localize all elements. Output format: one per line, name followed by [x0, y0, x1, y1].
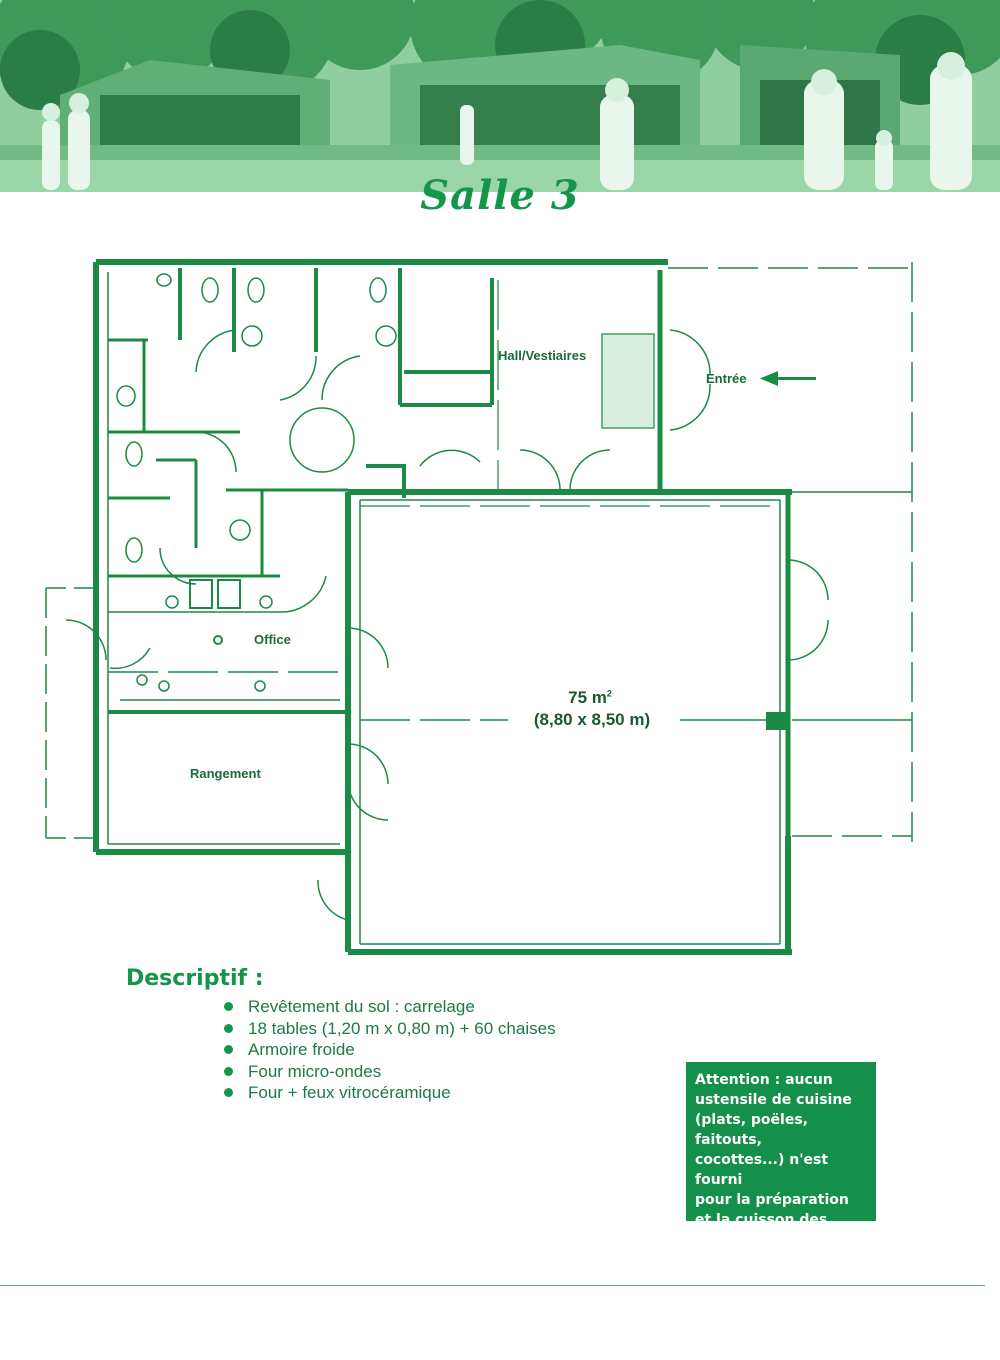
room-label-storage: Rangement [190, 766, 261, 781]
main-room-area-exponent: 2 [606, 688, 612, 699]
descriptif-item-text: Revêtement du sol : carrelage [248, 997, 475, 1016]
footer-divider [0, 1285, 985, 1286]
floor-plan-walls [45, 259, 913, 955]
bullet-icon [224, 1045, 233, 1054]
descriptif-item: Revêtement du sol : carrelage [222, 996, 556, 1018]
entrance-arrow-head [760, 371, 778, 386]
descriptif-list: Revêtement du sol : carrelage 18 tables … [222, 996, 556, 1104]
floor-plan [45, 259, 913, 955]
entrance-arrow-shaft [776, 377, 816, 380]
main-room-area-value: 75 m [568, 688, 607, 707]
main-room-dimensions: (8,80 x 8,50 m) [533, 710, 651, 729]
room-label-entrance: Entrée [706, 371, 747, 386]
banner-people [42, 65, 972, 190]
descriptif-item-text: 18 tables (1,20 m x 0,80 m) + 60 chaises [248, 1018, 556, 1038]
room-label-office: Office [254, 632, 291, 647]
bullet-icon [224, 1088, 233, 1097]
descriptif-item-text: Four + feux vitrocéramique [248, 1083, 451, 1102]
page-title: Salle 3 [420, 172, 580, 219]
descriptif-item-text: Armoire froide [248, 1040, 355, 1059]
banner-scene [0, 0, 1000, 192]
bullet-icon [224, 1023, 233, 1033]
descriptif-item-text: Four micro-ondes [248, 1061, 382, 1081]
descriptif-item: Four + feux vitrocéramique [222, 1082, 556, 1104]
descriptif-item: 18 tables (1,20 m x 0,80 m) + 60 chaises [222, 1018, 556, 1040]
descriptif-item: Armoire froide [222, 1039, 556, 1061]
descriptif-item: Four micro-ondes [222, 1061, 556, 1083]
bullet-icon [224, 1002, 233, 1011]
main-room-area: 75 m2 [520, 688, 660, 708]
attention-notice-text: Attention : aucun ustensile de cuisine (… [695, 1072, 852, 1248]
room-label-hall: Hall/Vestiaires [498, 348, 587, 363]
bullet-icon [224, 1066, 233, 1076]
header-photo-banner [0, 0, 1000, 192]
attention-notice-box: Attention : aucun ustensile de cuisine (… [686, 1062, 876, 1248]
descriptif-title: Descriptif : [126, 966, 264, 991]
